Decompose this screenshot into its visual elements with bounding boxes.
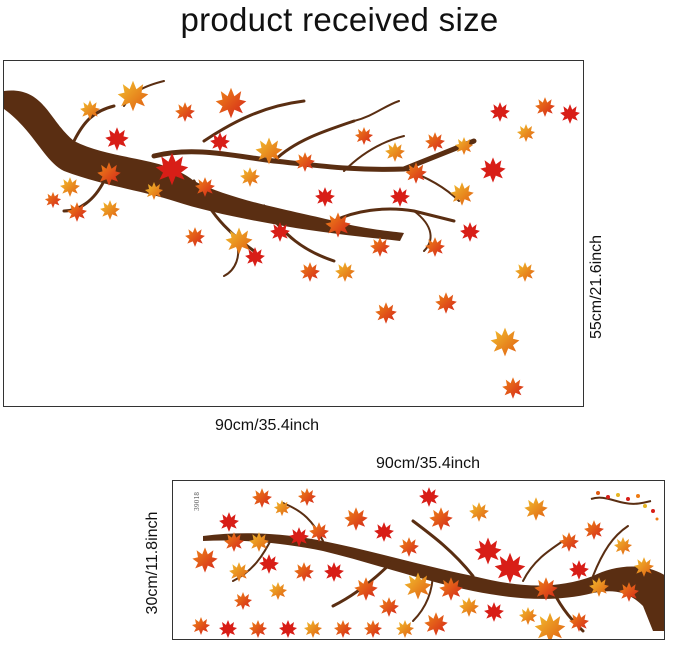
- top-height-label: 55cm/21.6inch: [588, 234, 605, 340]
- sticker-code: 39018: [194, 492, 201, 511]
- page-title: product received size: [180, 1, 499, 38]
- top-branch-illustration: [4, 80, 580, 399]
- top-width-label: 90cm/35.4inch: [215, 417, 320, 434]
- bottom-sticker-sheet: 39018: [172, 480, 665, 640]
- bottom-width-label: 90cm/35.4inch: [376, 455, 481, 472]
- top-sticker-panel: [3, 60, 584, 407]
- bottom-branch-illustration: 39018: [192, 487, 664, 639]
- preview-thumbnail: [590, 491, 659, 521]
- bottom-height-label: 30cm/11.8inch: [144, 511, 161, 615]
